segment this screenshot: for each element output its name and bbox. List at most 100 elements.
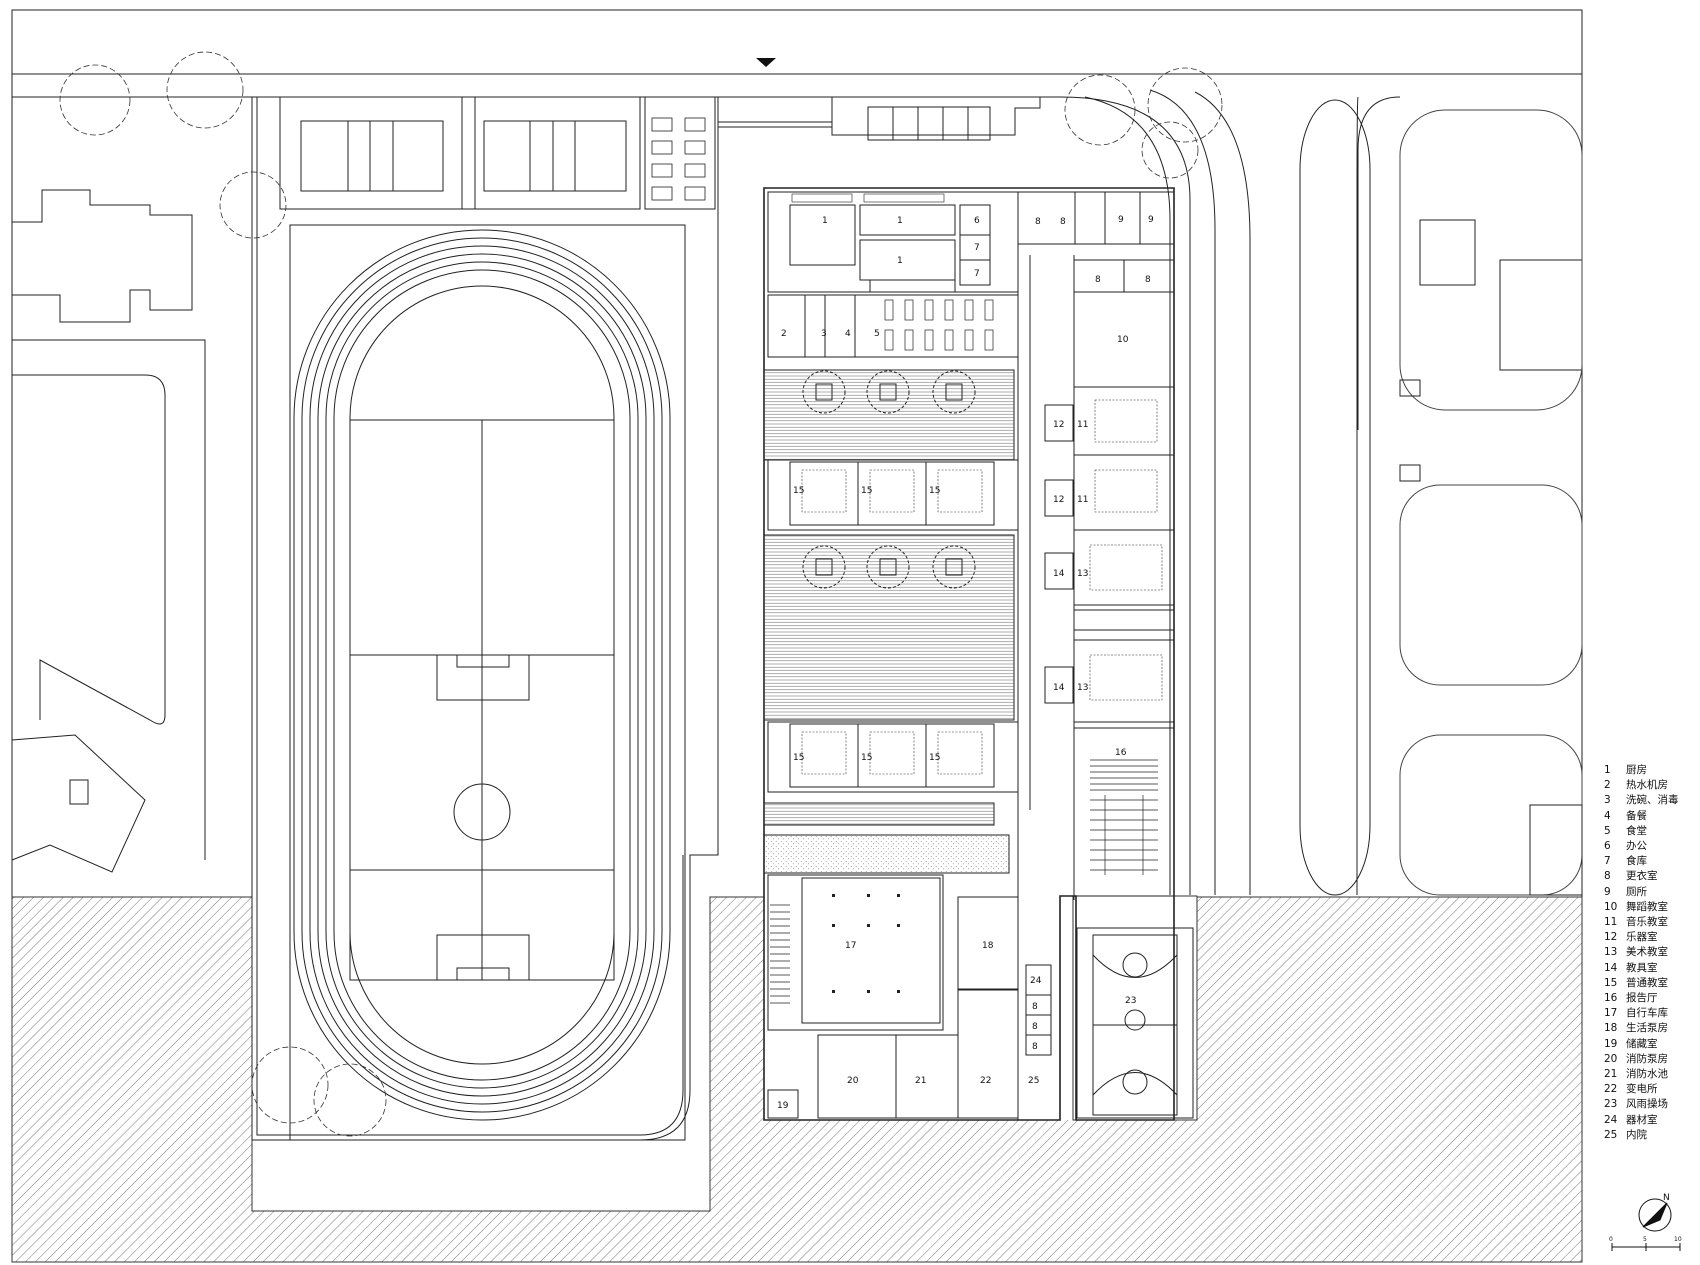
room-tag: 21 [915, 1076, 926, 1086]
legend-item: 1 厨房 [1604, 763, 1696, 778]
music-room [1073, 386, 1175, 456]
room-tag: 15 [929, 486, 940, 496]
north-arrow-icon: N [1638, 1193, 1672, 1232]
room-tag: 14 [1053, 569, 1065, 579]
legend-label: 风雨操场 [1626, 1098, 1668, 1111]
legend-item: 5 食堂 [1604, 824, 1696, 839]
room-tag: 15 [793, 486, 804, 496]
legend-label: 更衣室 [1626, 870, 1658, 883]
room-tag: 7 [974, 243, 980, 253]
legend-number: 2 [1604, 779, 1611, 792]
legend-label: 美术教室 [1626, 946, 1668, 959]
room-tag: 15 [861, 486, 872, 496]
room-tag: 11 [1077, 495, 1088, 505]
legend-number: 18 [1604, 1022, 1618, 1035]
room-tag: 8 [1032, 1022, 1038, 1032]
room-tag: 8 [1145, 275, 1151, 285]
legend-number: 24 [1604, 1113, 1618, 1126]
legend-label: 报告厅 [1626, 992, 1658, 1005]
legend-number: 3 [1604, 794, 1611, 807]
room-tag: 20 [847, 1076, 859, 1086]
legend-label: 消防水池 [1626, 1068, 1668, 1081]
classroom-row [767, 459, 1019, 531]
legend-number: 5 [1604, 824, 1611, 837]
room-tag: 11 [1077, 420, 1088, 430]
legend-label: 食堂 [1626, 824, 1647, 837]
legend-number: 7 [1604, 855, 1611, 868]
legend-item: 3 洗碗、消毒 [1604, 793, 1696, 808]
neighbor-building-2 [11, 734, 146, 873]
north-label: N [1663, 1193, 1670, 1203]
room-tag: 3 [821, 329, 827, 339]
legend-label: 变电所 [1626, 1083, 1658, 1096]
legend-item: 18 生活泵房 [1604, 1021, 1696, 1036]
legend-label: 音乐教室 [1626, 916, 1668, 929]
court [279, 96, 476, 210]
room-tag: 8 [1032, 1002, 1038, 1012]
legend-label: 舞蹈教室 [1626, 900, 1668, 913]
legend-item: 16 报告厅 [1604, 991, 1696, 1006]
art-room [1073, 639, 1175, 723]
garden [763, 834, 1010, 874]
toilet-block [1017, 191, 1175, 245]
room-tag: 24 [1030, 976, 1042, 986]
room-tag: 13 [1077, 683, 1088, 693]
scale-bar: 0 5 10 [1609, 1236, 1682, 1251]
legend-number: 12 [1604, 931, 1618, 944]
legend-number: 19 [1604, 1037, 1618, 1050]
entrance-arrow [756, 58, 776, 67]
room-tag: 8 [1032, 1042, 1038, 1052]
room-tag: 1 [822, 216, 828, 226]
sports-field [251, 96, 719, 1141]
legend-number: 16 [1604, 992, 1618, 1005]
scale-label: 5 [1643, 1236, 1647, 1243]
legend-number: 11 [1604, 916, 1618, 929]
legend-number: 25 [1604, 1128, 1618, 1141]
room-tag: 15 [793, 753, 804, 763]
legend-number: 6 [1604, 840, 1611, 853]
running-track [293, 229, 671, 1121]
legend-label: 办公 [1626, 840, 1647, 853]
legend-number: 14 [1604, 961, 1618, 974]
legend-label: 厨房 [1626, 764, 1647, 776]
room-tag: 15 [861, 753, 872, 763]
room-tag: 8 [1035, 217, 1041, 227]
legend-label: 食库 [1626, 855, 1647, 868]
legend-number: 17 [1604, 1007, 1618, 1020]
legend-label: 器材室 [1626, 1113, 1658, 1126]
legend-label: 内院 [1626, 1128, 1647, 1141]
legend-label: 生活泵房 [1626, 1022, 1668, 1035]
legend-number: 1 [1604, 764, 1611, 776]
court [461, 96, 641, 210]
room-tag: 13 [1077, 569, 1088, 579]
courtyard [763, 534, 1015, 721]
legend-label: 教具室 [1626, 961, 1658, 974]
room-tag: 5 [874, 329, 880, 339]
music-room [1073, 454, 1175, 531]
room-tag: 18 [982, 941, 994, 951]
scale-label: 0 [1609, 1236, 1613, 1243]
room-tag: 1 [897, 256, 903, 266]
scale-label: 10 [1674, 1236, 1682, 1243]
room-tag: 19 [777, 1101, 789, 1111]
legend-label: 普通教室 [1626, 976, 1668, 989]
kitchen-block [767, 191, 1019, 293]
courtyard [763, 369, 1015, 461]
legend-item: 14 教具室 [1604, 961, 1696, 976]
room-tag: 7 [974, 269, 980, 279]
room-tag: 2 [781, 329, 787, 339]
legend-label: 洗碗、消毒 [1626, 794, 1679, 807]
legend-item: 11 音乐教室 [1604, 915, 1696, 930]
room-tag: 15 [929, 753, 940, 763]
